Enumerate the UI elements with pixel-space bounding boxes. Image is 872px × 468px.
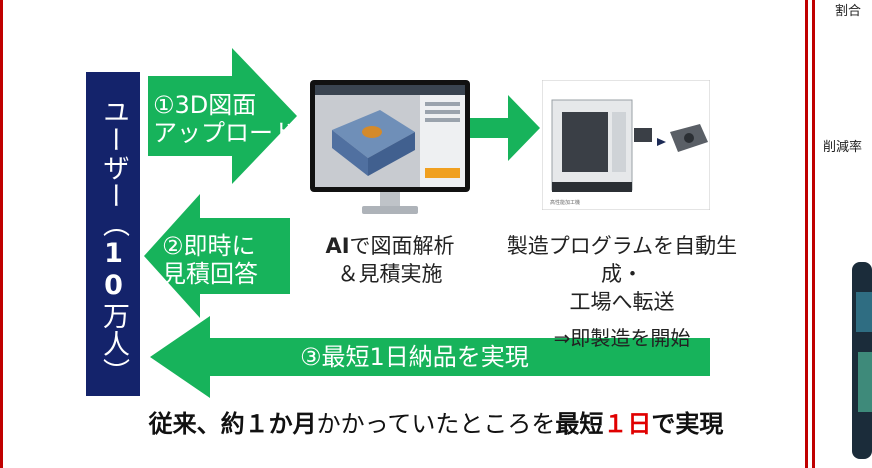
partial-image (852, 262, 872, 459)
svg-text:高性能加工機: 高性能加工機 (550, 199, 580, 206)
delivery-arrow-label: ③最短1日納品を実現 (300, 343, 529, 371)
user-label: ユーザー（10万人） (98, 98, 129, 386)
reduction-rate-label: 削減率 (823, 140, 863, 155)
manufacturing-caption: 製造プログラムを自動生成・ 工場へ転送 ⇒即製造を開始 (506, 234, 738, 350)
summary-statement: 従来、約１か月かかっていたところを最短１日で実現 (148, 410, 724, 438)
quote-arrow-label: ②即時に 見積回答 (162, 232, 258, 288)
monitor-illustration (310, 80, 470, 214)
machine-illustration: 高性能加工機 (542, 80, 710, 210)
content-frame (0, 0, 808, 468)
quote-arrow (144, 194, 290, 318)
ratio-label: 割合 (835, 4, 862, 19)
transfer-arrow (440, 95, 540, 161)
delivery-arrow (150, 316, 710, 398)
ai-caption: AIで図面解析 ＆見積実施 (325, 234, 455, 286)
upload-arrow-label: ①3D図面 アップロード (153, 91, 297, 147)
user-box: ユーザー（10万人） (86, 72, 140, 396)
right-divider (812, 0, 815, 468)
upload-arrow (148, 48, 297, 184)
